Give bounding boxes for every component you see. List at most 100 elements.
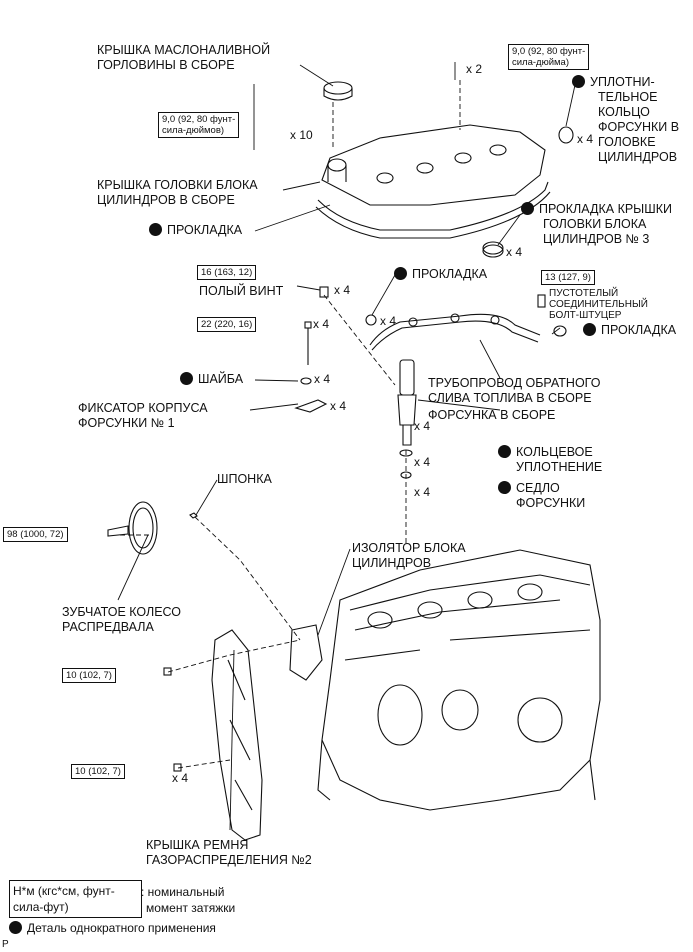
label-line: СЕДЛО xyxy=(516,481,560,495)
single-use-dot-icon xyxy=(9,921,22,934)
seat-label: СЕДЛО ФОРСУНКИ xyxy=(498,481,585,511)
oil-cap-label: КРЫШКА МАСЛОНАЛИВНОЙ ГОРЛОВИНЫ В СБОРЕ xyxy=(97,43,270,73)
label-line: ЦИЛИНДРОВ № 3 xyxy=(543,232,650,246)
oil-cap-label-line2: ГОРЛОВИНЫ В СБОРЕ xyxy=(97,58,235,72)
cam-gear-label: ЗУБЧАТОЕ КОЛЕСО РАСПРЕДВАЛА xyxy=(62,605,181,635)
label-text: ПРОКЛАДКА xyxy=(601,323,677,337)
gasket-label-3: ПРОКЛАДКА xyxy=(583,323,676,338)
head-cover-label: КРЫШКА ГОЛОВКИ БЛОКА ЦИЛИНДРОВ В СБОРЕ xyxy=(97,178,258,208)
count-injector: x 4 xyxy=(414,419,431,433)
label-line: ФОРСУНКИ В xyxy=(598,120,680,134)
belt-cover-shape xyxy=(211,629,263,841)
label-line: КРЫШКА РЕМНЯ xyxy=(146,838,249,852)
label-line: ПРОКЛАДКА КРЫШКИ xyxy=(539,202,672,216)
count-hollow: x 4 xyxy=(334,283,351,297)
washer-label: ШАЙБА xyxy=(180,372,243,387)
label-line: ФИКСАТОР КОРПУСА xyxy=(78,401,208,415)
count-belt2: x 4 xyxy=(172,771,189,785)
leader-lines xyxy=(117,62,576,831)
torque-line: 9,0 (92, 80 фунт- xyxy=(162,114,236,125)
torque-box-cover-left: 9,0 (92, 80 фунт- сила-дюймов) xyxy=(158,112,240,138)
label-line: ГОЛОВКИ БЛОКА xyxy=(543,217,647,231)
insulator-label: ИЗОЛЯТОР БЛОКА ЦИЛИНДРОВ xyxy=(352,541,466,571)
hollow-screw-label: ПОЛЫЙ ВИНТ xyxy=(199,284,284,298)
label-text: ШАЙБА xyxy=(198,372,244,386)
head-cover-shape xyxy=(315,124,551,239)
legend-line: : номинальный xyxy=(141,885,225,899)
count-gasket2: x 4 xyxy=(380,314,397,328)
insulator-shape xyxy=(289,624,323,681)
label-text: ПРОКЛАДКА xyxy=(412,267,488,281)
small-parts xyxy=(163,126,574,772)
label-line: ГОЛОВКЕ xyxy=(598,135,656,149)
torque-box-washer: 22 (220, 16) xyxy=(197,317,257,332)
label-line: РАСПРЕДВАЛА xyxy=(62,620,154,634)
oring-label: КОЛЬЦЕВОЕ УПЛОТНЕНИЕ xyxy=(498,445,602,475)
torque-box-union: 13 (127, 9) xyxy=(541,270,595,285)
count-clamp: x 4 xyxy=(330,399,347,413)
corner-mark: P xyxy=(2,939,9,950)
label-line: СОЕДИНИТЕЛЬНЫЙ xyxy=(549,299,648,310)
label-line: ЦИЛИНДРОВ xyxy=(598,150,678,164)
legend-description: : номинальный момент затяжки xyxy=(141,884,235,916)
label-line: ЦИЛИНДРОВ xyxy=(352,556,432,570)
single-use-dot-icon xyxy=(572,75,585,88)
torque-box-belt-1: 10 (102, 7) xyxy=(62,668,116,683)
torque-line: сила-дюйма) xyxy=(512,57,569,68)
torque-line: сила-дюймов) xyxy=(162,125,225,136)
oil-cap-shape xyxy=(323,81,353,101)
label-line: ПУСТОТЕЛЫЙ xyxy=(549,288,619,299)
single-use-dot-icon xyxy=(394,267,407,280)
oring-head-label: УПЛОТНИ- ТЕЛЬНОЕ КОЛЬЦО ФОРСУНКИ В ГОЛОВ… xyxy=(572,75,679,165)
legend-line: момент затяжки xyxy=(146,901,236,915)
label-line: УПЛОТНЕНИЕ xyxy=(516,460,603,474)
label-line: ФОРСУНКИ № 1 xyxy=(78,416,175,430)
gasket-label-1: ПРОКЛАДКА xyxy=(149,223,242,238)
dashed-lines xyxy=(120,80,461,769)
legend-torque-box: Н*м (кгс*см, фунт- сила-фут) xyxy=(9,880,142,918)
count-left: x 10 xyxy=(290,128,313,142)
label-line: УПЛОТНИ- xyxy=(590,75,655,89)
label-line: БОЛТ-ШТУЦЕР xyxy=(549,310,622,321)
torque-line: 9,0 (92, 80 фунт- xyxy=(512,46,586,57)
label-line: ТЕЛЬНОЕ xyxy=(598,90,658,104)
key-label: ШПОНКА xyxy=(217,472,272,486)
label-line: СЛИВА ТОПЛИВА В СБОРЕ xyxy=(428,391,592,405)
count-oring: x 4 xyxy=(414,455,431,469)
label-line: ТРУБОПРОВОД ОБРАТНОГО xyxy=(428,376,601,390)
legend-line: сила-фут) xyxy=(13,900,69,914)
torque-box-gear: 98 (1000, 72) xyxy=(3,527,68,542)
single-use-dot-icon xyxy=(149,223,162,236)
return-pipe-label: ТРУБОПРОВОД ОБРАТНОГО СЛИВА ТОПЛИВА В СБ… xyxy=(428,376,600,406)
union-bolt-label: ПУСТОТЕЛЫЙ СОЕДИНИТЕЛЬНЫЙ БОЛТ-ШТУЦЕР xyxy=(549,288,648,321)
count-gasket3: x 4 xyxy=(506,245,523,259)
injector-label: ФОРСУНКА В СБОРЕ xyxy=(428,408,556,422)
count-washer-bolt: x 4 xyxy=(313,317,330,331)
torque-box-cover-top: 9,0 (92, 80 фунт- сила-дюйма) xyxy=(508,44,590,70)
return-pipe-shape xyxy=(365,294,567,351)
injector-shape xyxy=(397,359,417,446)
torque-box-hollow: 16 (163, 12) xyxy=(197,265,257,280)
belt-cover-label: КРЫШКА РЕМНЯ ГАЗОРАСПРЕДЕЛЕНИЯ №2 xyxy=(146,838,312,868)
legend-single-use: Деталь однократного применения xyxy=(9,921,216,936)
single-use-dot-icon xyxy=(498,445,511,458)
label-line: КРЫШКА ГОЛОВКИ БЛОКА xyxy=(97,178,258,192)
label-line: ЗУБЧАТОЕ КОЛЕСО xyxy=(62,605,182,619)
count-oring-head: x 4 xyxy=(577,132,594,146)
count-seat: x 4 xyxy=(414,485,431,499)
legend-text: Деталь однократного применения xyxy=(27,921,216,935)
gasket-label-2: ПРОКЛАДКА xyxy=(394,267,487,282)
cam-gear-shape xyxy=(107,501,158,555)
cover-gasket3-label: ПРОКЛАДКА КРЫШКИ ГОЛОВКИ БЛОКА ЦИЛИНДРОВ… xyxy=(521,202,672,247)
single-use-dot-icon xyxy=(180,372,193,385)
label-line: ГАЗОРАСПРЕДЕЛЕНИЯ №2 xyxy=(146,853,312,867)
engine-block-shape xyxy=(317,549,601,811)
label-line: КОЛЬЦО xyxy=(598,105,650,119)
count-washer: x 4 xyxy=(314,372,331,386)
single-use-dot-icon xyxy=(583,323,596,336)
label-text: ПРОКЛАДКА xyxy=(167,223,243,237)
torque-box-belt-2: 10 (102, 7) xyxy=(71,764,125,779)
legend-line: Н*м (кгс*см, фунт- xyxy=(13,884,115,898)
clamp-label: ФИКСАТОР КОРПУСА ФОРСУНКИ № 1 xyxy=(78,401,208,431)
count-top: x 2 xyxy=(466,62,483,76)
